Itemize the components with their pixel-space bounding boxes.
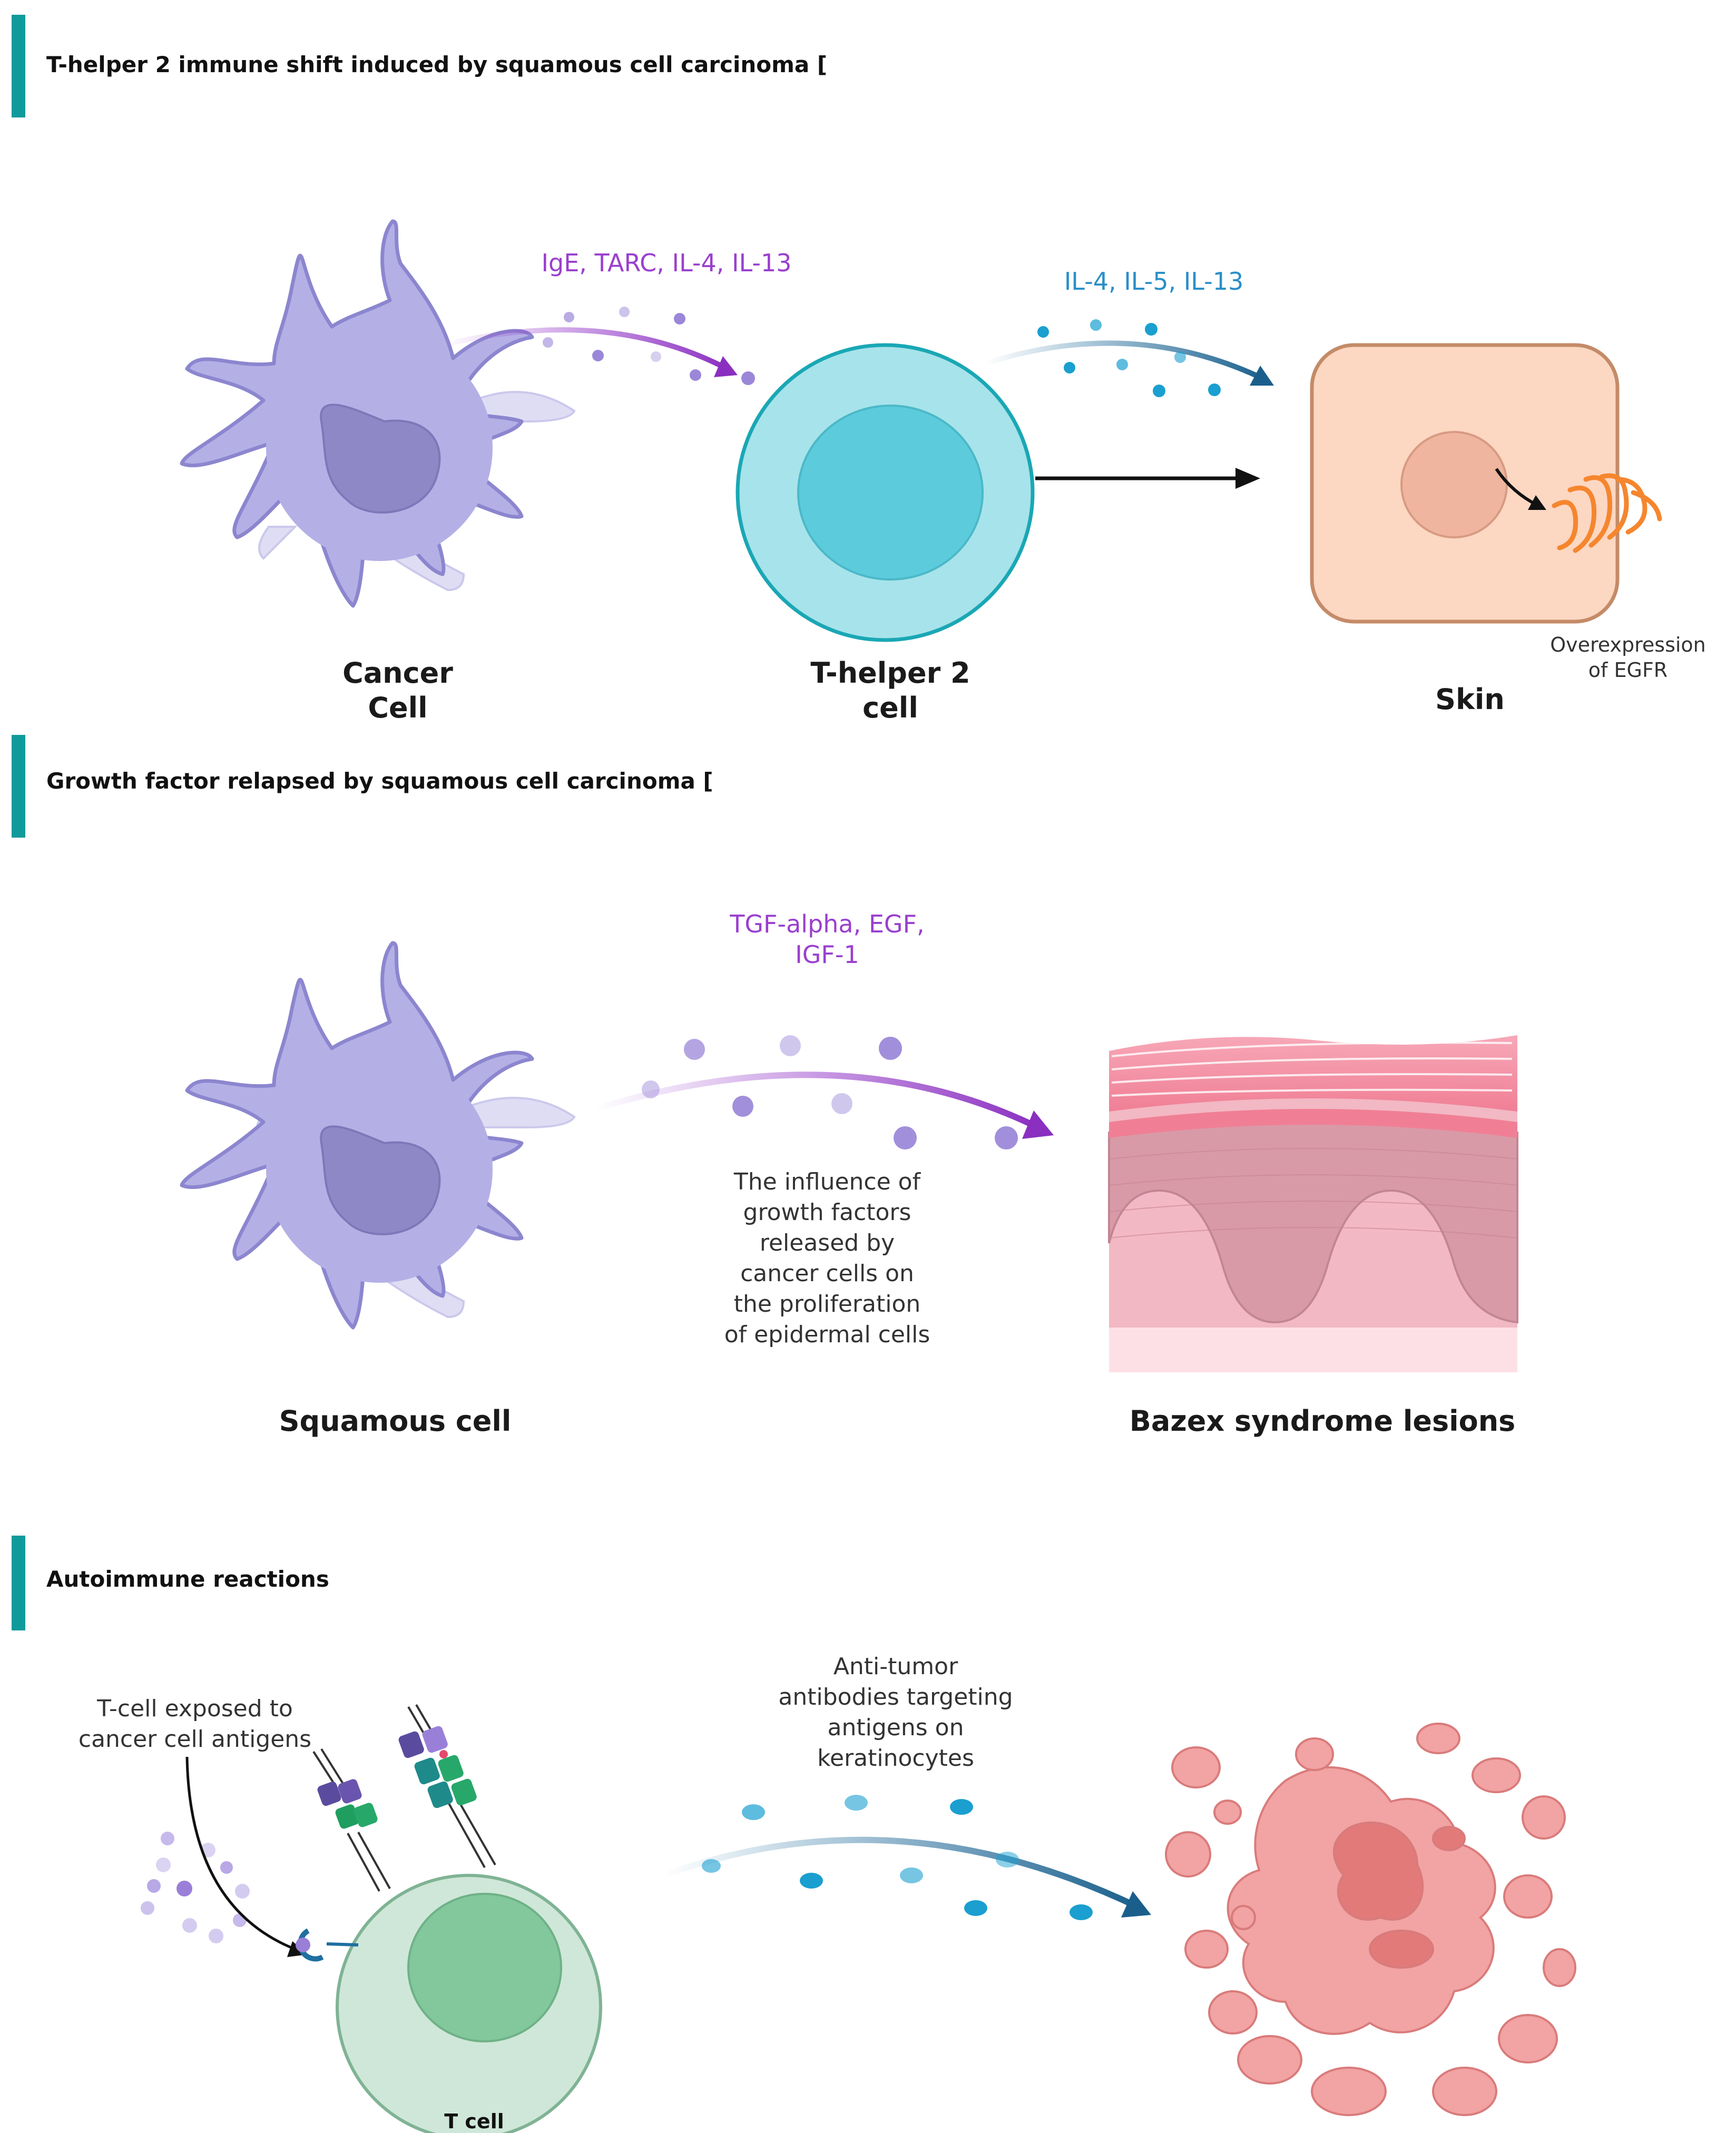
cytokines-label-2: IL-4, IL-5, IL-13 xyxy=(1064,267,1244,296)
skin-label: Skin xyxy=(1435,683,1505,716)
section-1-bar xyxy=(12,15,25,117)
signal-arrow-blue-3 xyxy=(662,1795,1151,1920)
squamous-cell-icon xyxy=(180,941,576,1330)
growth-factors-label: TGF-alpha, EGF, IGF-1 xyxy=(730,910,925,969)
growth-factor-influence-note: The influence of growth factors released… xyxy=(724,1168,930,1348)
exposure-arrow xyxy=(185,1756,308,1957)
epidermis-tissue-icon xyxy=(1108,1035,1518,1372)
section-1-title: T-helper 2 immune shift induced by squam… xyxy=(46,52,828,77)
black-arrow-1 xyxy=(1035,468,1260,489)
section-2-bar xyxy=(12,735,25,838)
antigen-dots xyxy=(141,1832,250,1943)
signal-arrow-purple-2 xyxy=(594,1035,1054,1149)
cancer-cell-icon xyxy=(180,219,576,608)
signal-arrow-purple-1 xyxy=(442,307,755,385)
anti-tumor-antibodies-note: Anti-tumor antibodies targeting antigens… xyxy=(778,1653,1013,1772)
section-2-title: Growth factor relapsed by squamous cell … xyxy=(46,768,713,794)
t-cell-icon xyxy=(296,1874,602,2133)
squamous-cell-label: Squamous cell xyxy=(279,1404,512,1438)
th2-cell-icon xyxy=(735,343,1035,642)
t-cell-exposure-note: T-cell exposed to cancer cell antigens xyxy=(78,1695,312,1753)
skin-cell-icon xyxy=(1310,343,1620,624)
egfr-receptor-icon xyxy=(1552,473,1662,553)
th2-cell-label: T-helper 2 cell xyxy=(810,656,970,724)
egfr-overexpression-label: Overexpression of EGFR xyxy=(1550,633,1706,682)
section-3-bar xyxy=(12,1536,25,1630)
tcr-receptor-icon xyxy=(312,1704,496,1892)
cancer-cell-label: Cancer Cell xyxy=(342,656,453,724)
section-3-title: Autoimmune reactions xyxy=(46,1566,329,1592)
skin-lesion-icon xyxy=(1165,1723,1576,2116)
cytokines-label-1: IgE, TARC, IL-4, IL-13 xyxy=(541,249,792,277)
signal-arrow-blue-1 xyxy=(984,319,1274,397)
t-cell-label: T cell xyxy=(444,2110,504,2133)
bazex-lesions-label: Bazex syndrome lesions xyxy=(1129,1404,1516,1438)
